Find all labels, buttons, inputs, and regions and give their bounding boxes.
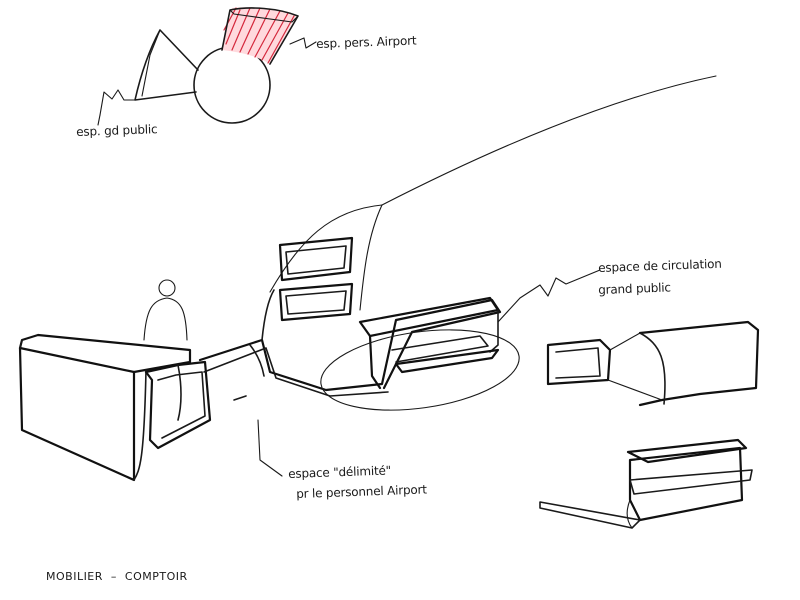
counter-ushape-mid (177, 364, 182, 421)
delimited-leader (257, 419, 283, 477)
sketch-caption: MOBILIER–COMPTOIR (46, 570, 188, 583)
plan-staff-sector-fill (222, 7, 296, 64)
person-body (143, 297, 188, 341)
niche-upper-outer (278, 236, 354, 282)
plan-diagram (97, 7, 317, 126)
module-upper-bench (638, 320, 760, 407)
background-sweep (269, 75, 717, 311)
module-upper-bench-curve (639, 332, 666, 405)
module-lower-body (628, 446, 744, 522)
sweep-line-top (381, 75, 717, 206)
right-module-lower (539, 438, 753, 529)
center-desk (320, 269, 601, 411)
person-head (158, 279, 176, 297)
circulation-ellipse (320, 329, 520, 411)
module-lower-foot (539, 501, 641, 529)
module-upper-base (607, 379, 663, 401)
counter-corner (19, 339, 23, 349)
counter-top-surface (18, 333, 192, 374)
module-upper-block (546, 338, 612, 386)
niche-lower-inner (285, 290, 347, 315)
label-public-space: esp. gd public (75, 122, 158, 139)
plan-public-wedge (134, 29, 199, 101)
caption-part1: MOBILIER (46, 570, 103, 583)
plan-public-squiggle (99, 89, 136, 116)
module-lower-curve (626, 499, 633, 529)
counter-platform-edge (203, 347, 389, 397)
label-circulation-line2: grand public (597, 280, 672, 297)
counter-wall-left (261, 289, 275, 341)
circulation-leader (497, 269, 601, 323)
caption-separator: – (110, 570, 117, 583)
counter-front-face (18, 346, 136, 482)
counter-platform-curve (249, 344, 265, 377)
module-lower-shelf (629, 469, 753, 495)
counter-ushape-inner (157, 371, 206, 439)
main-counter (18, 279, 502, 482)
desk-shelf (391, 335, 489, 363)
desk-front-right (489, 309, 499, 353)
plan-staff-hatch (223, 7, 295, 64)
plan-public-wedge-inner (141, 29, 161, 97)
sweep-line-left (359, 204, 383, 311)
niche-lower-outer (278, 282, 354, 322)
wall-niches (278, 236, 354, 322)
counter-platform-top (198, 298, 502, 392)
plan-public-leader (97, 114, 101, 126)
right-module-upper (546, 320, 760, 407)
counter-tick (233, 395, 247, 401)
caption-part2: COMPTOIR (124, 570, 188, 583)
niche-upper-inner (285, 245, 347, 275)
sweep-line-inner (269, 204, 383, 293)
module-upper-block-inner (555, 347, 601, 379)
plan-staff-leader (289, 37, 317, 49)
counter-side-edge (133, 369, 147, 481)
plan-staff-sector-outline (221, 7, 299, 65)
desk-foot (394, 348, 500, 374)
plan-staff-sector-rim (229, 9, 299, 23)
counter-ushape-outer (144, 360, 212, 450)
module-upper-link (609, 332, 641, 351)
desk-front-left (368, 334, 382, 390)
plan-central-circle (193, 46, 271, 124)
